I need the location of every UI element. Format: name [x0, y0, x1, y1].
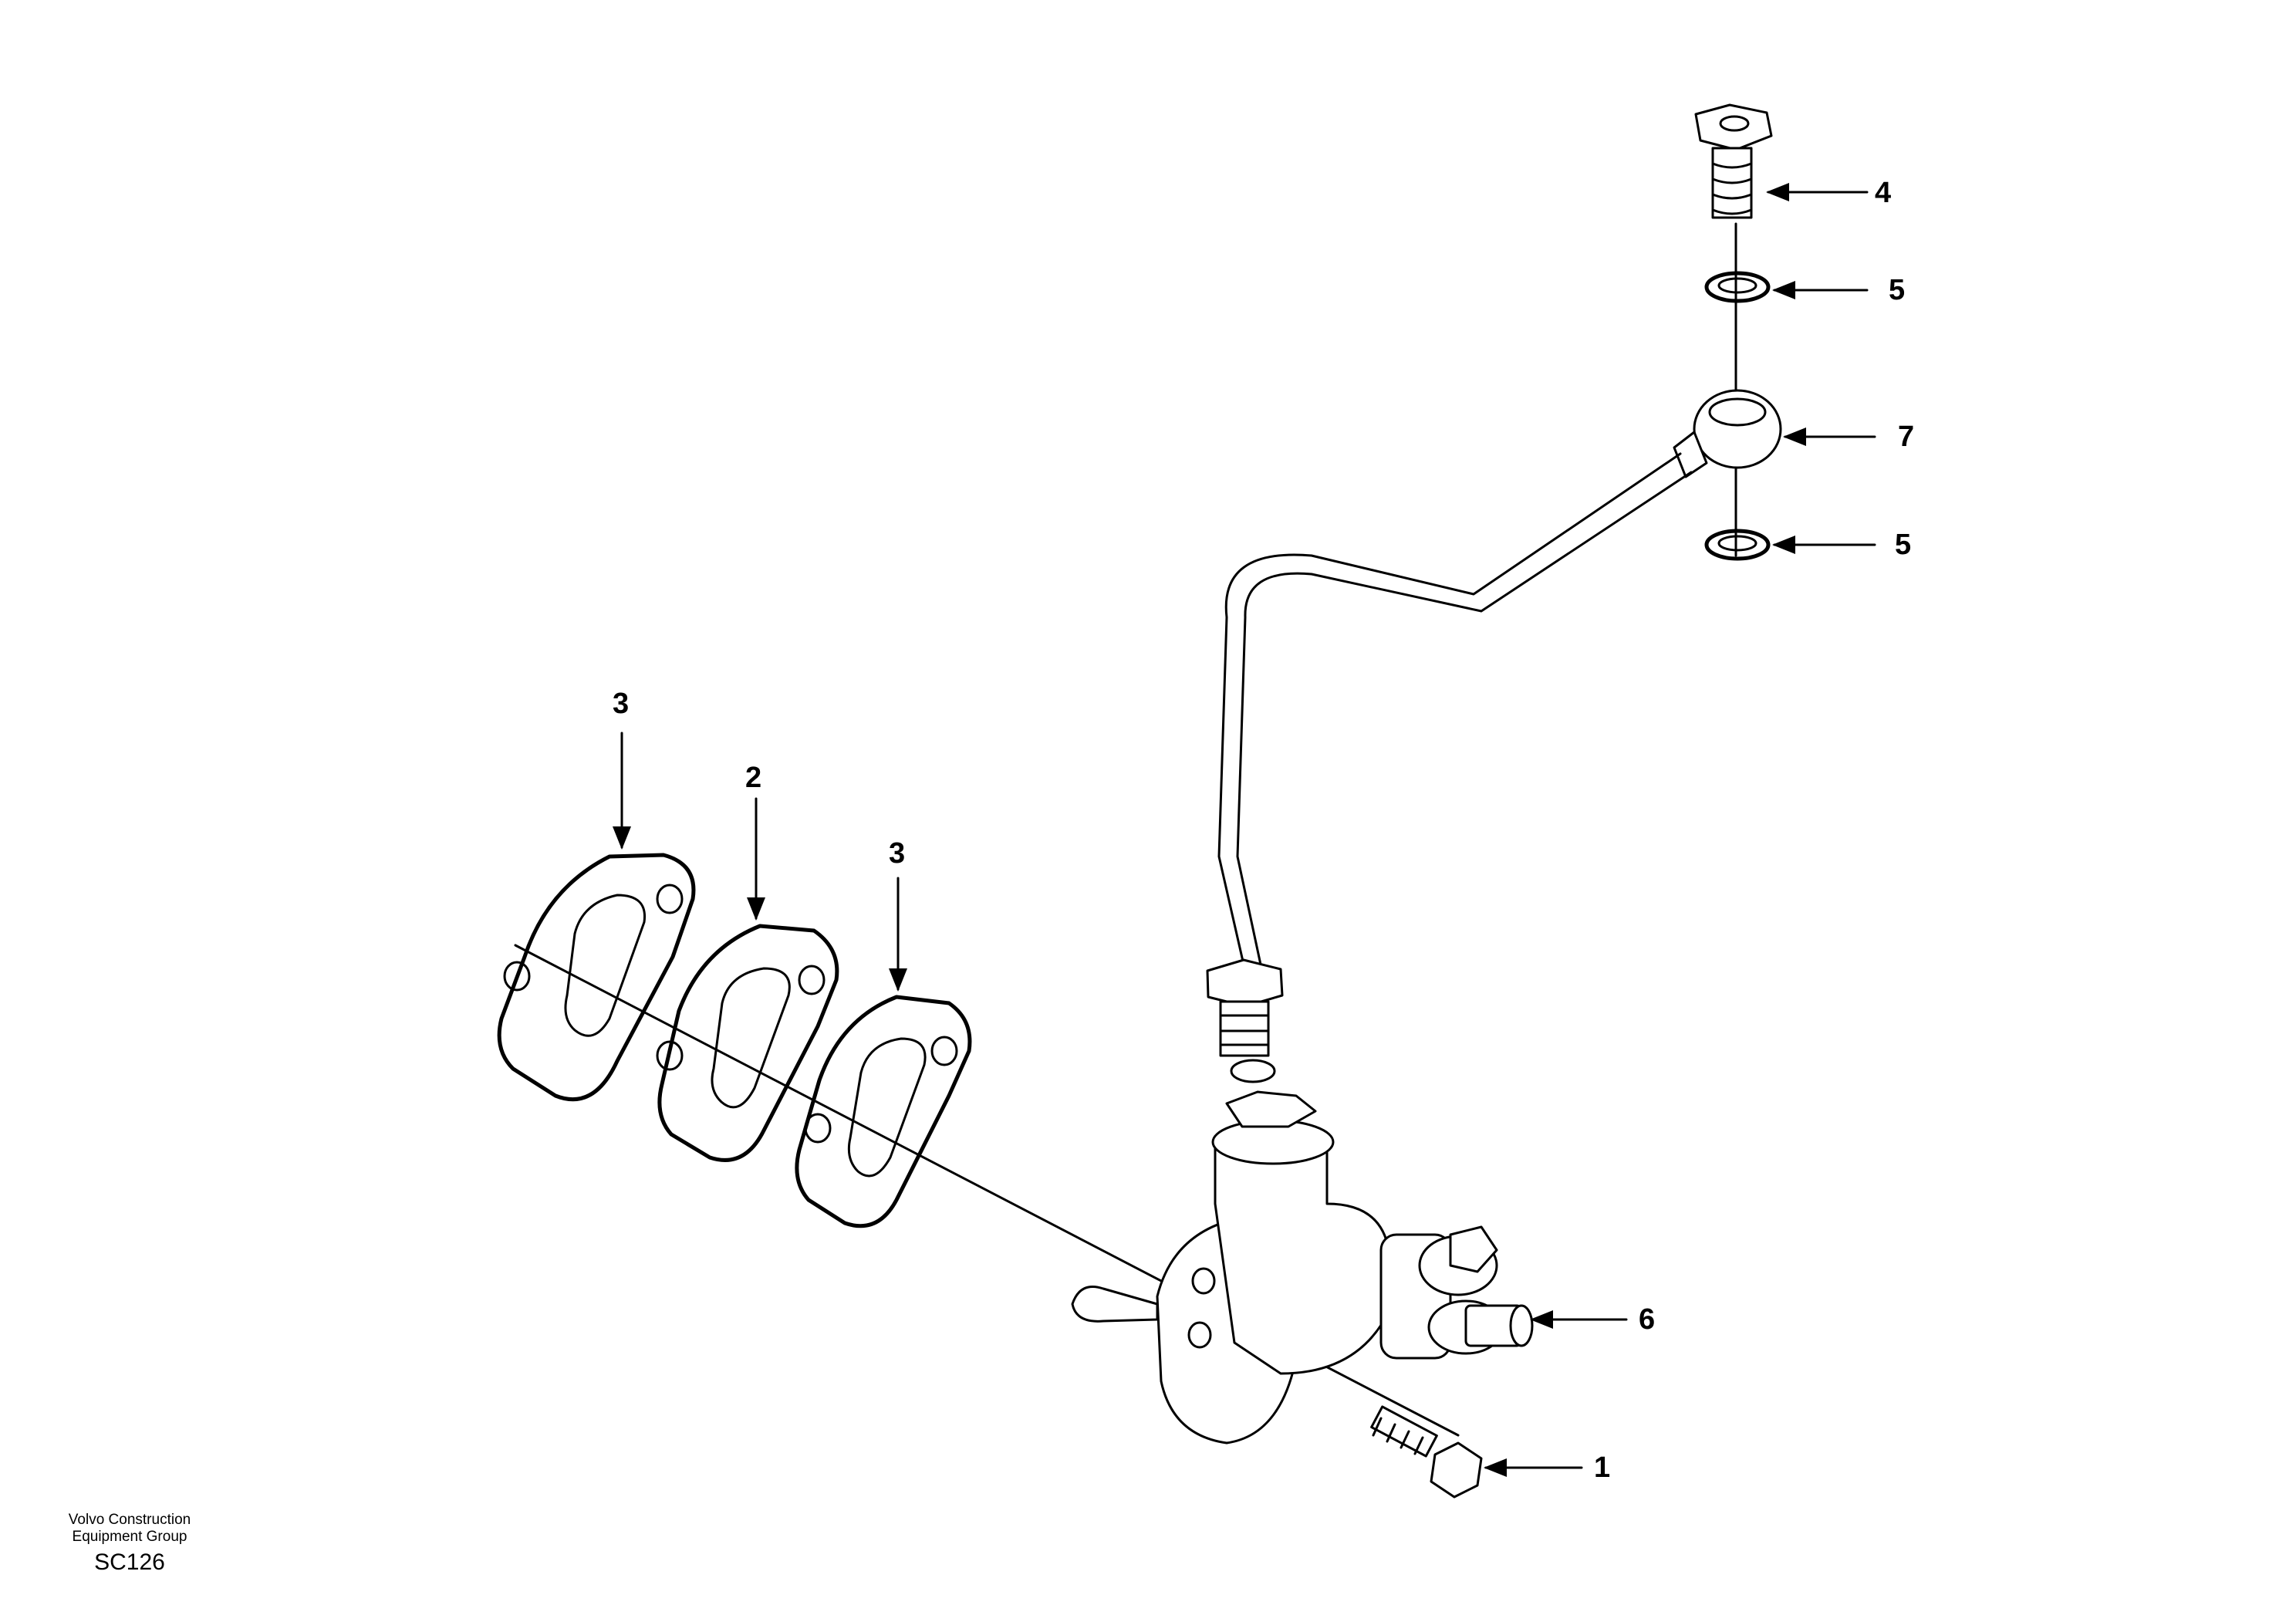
- banjo-bolt-icon: [1694, 103, 1773, 219]
- callout-1: 1: [1594, 1451, 1610, 1484]
- callout-3-left: 3: [613, 688, 629, 720]
- footer-code: SC126: [94, 1549, 165, 1575]
- fuel-pipe-icon: [1206, 452, 1693, 1083]
- gasket-middle-icon: [656, 924, 839, 1162]
- callout-7: 7: [1898, 421, 1914, 453]
- sealing-washer-top-icon: [1704, 271, 1771, 303]
- sealing-washer-bottom-icon: [1704, 529, 1771, 561]
- footer-company-line2: Equipment Group: [73, 1529, 187, 1545]
- callout-5-bottom: 5: [1895, 529, 1911, 561]
- callout-5-top: 5: [1889, 274, 1905, 306]
- callout-2: 2: [745, 762, 761, 794]
- feed-pump-icon: [1071, 1090, 1534, 1445]
- callout-6: 6: [1639, 1303, 1655, 1336]
- callout-3-right: 3: [889, 837, 905, 870]
- gasket-outer-right-icon: [795, 995, 972, 1228]
- gasket-outer-left-icon: [497, 853, 696, 1102]
- mounting-screw-icon: [1370, 1405, 1483, 1499]
- footer-company-line1: Volvo Construction: [69, 1512, 191, 1528]
- banjo-fitting-icon: [1673, 389, 1782, 478]
- callout-4: 4: [1875, 177, 1891, 209]
